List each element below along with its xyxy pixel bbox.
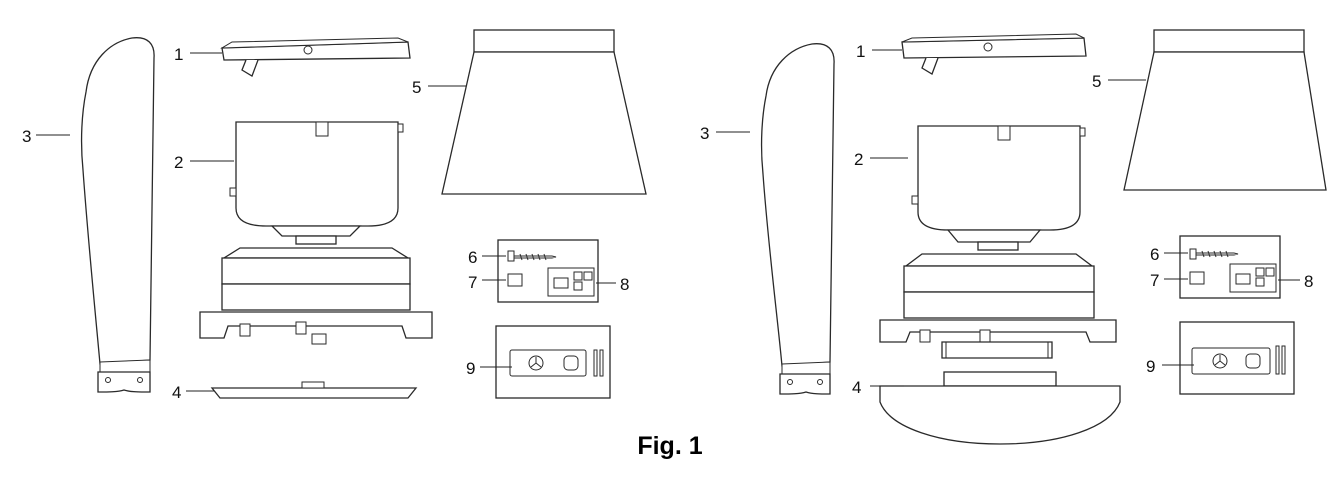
left-motor-housing xyxy=(229,121,404,245)
label-part-9: 9 xyxy=(1146,357,1155,376)
label-part-1: 1 xyxy=(174,45,183,64)
left-canopy xyxy=(441,29,647,195)
left-hardware-box xyxy=(497,239,599,303)
label-part-1: 1 xyxy=(856,42,865,61)
left-mounting-plate xyxy=(220,37,411,77)
label-part-2: 2 xyxy=(854,150,863,169)
label-part-9: 9 xyxy=(466,359,475,378)
label-part-3: 3 xyxy=(700,124,709,143)
label-part-6: 6 xyxy=(468,248,477,267)
right-diagram: 1 2 3 4 5 6 7 8 9 xyxy=(700,29,1327,445)
right-blade xyxy=(760,43,835,395)
right-light-bowl xyxy=(879,371,1121,445)
right-hardware-box xyxy=(1179,235,1281,299)
label-part-2: 2 xyxy=(174,153,183,172)
label-part-3: 3 xyxy=(22,127,31,146)
right-motor-assembly xyxy=(879,253,1117,359)
label-part-5: 5 xyxy=(1092,72,1101,91)
right-mounting-plate xyxy=(901,33,1087,75)
label-part-7: 7 xyxy=(468,273,477,292)
label-part-5: 5 xyxy=(412,78,421,97)
label-part-8: 8 xyxy=(620,275,629,294)
left-light-cover xyxy=(210,381,418,399)
right-motor-housing xyxy=(911,125,1086,251)
figure-caption: Fig. 1 xyxy=(637,432,703,460)
left-diagram: 1 2 3 4 5 6 7 8 9 xyxy=(22,29,647,402)
right-switch-box xyxy=(1179,321,1295,395)
label-part-4: 4 xyxy=(852,378,861,397)
label-part-8: 8 xyxy=(1304,272,1313,291)
label-part-7: 7 xyxy=(1150,271,1159,290)
left-motor-assembly xyxy=(199,247,433,345)
left-switch-box xyxy=(495,325,611,399)
label-part-4: 4 xyxy=(172,383,181,402)
label-part-6: 6 xyxy=(1150,245,1159,264)
left-blade xyxy=(80,37,155,393)
right-canopy xyxy=(1123,29,1327,191)
